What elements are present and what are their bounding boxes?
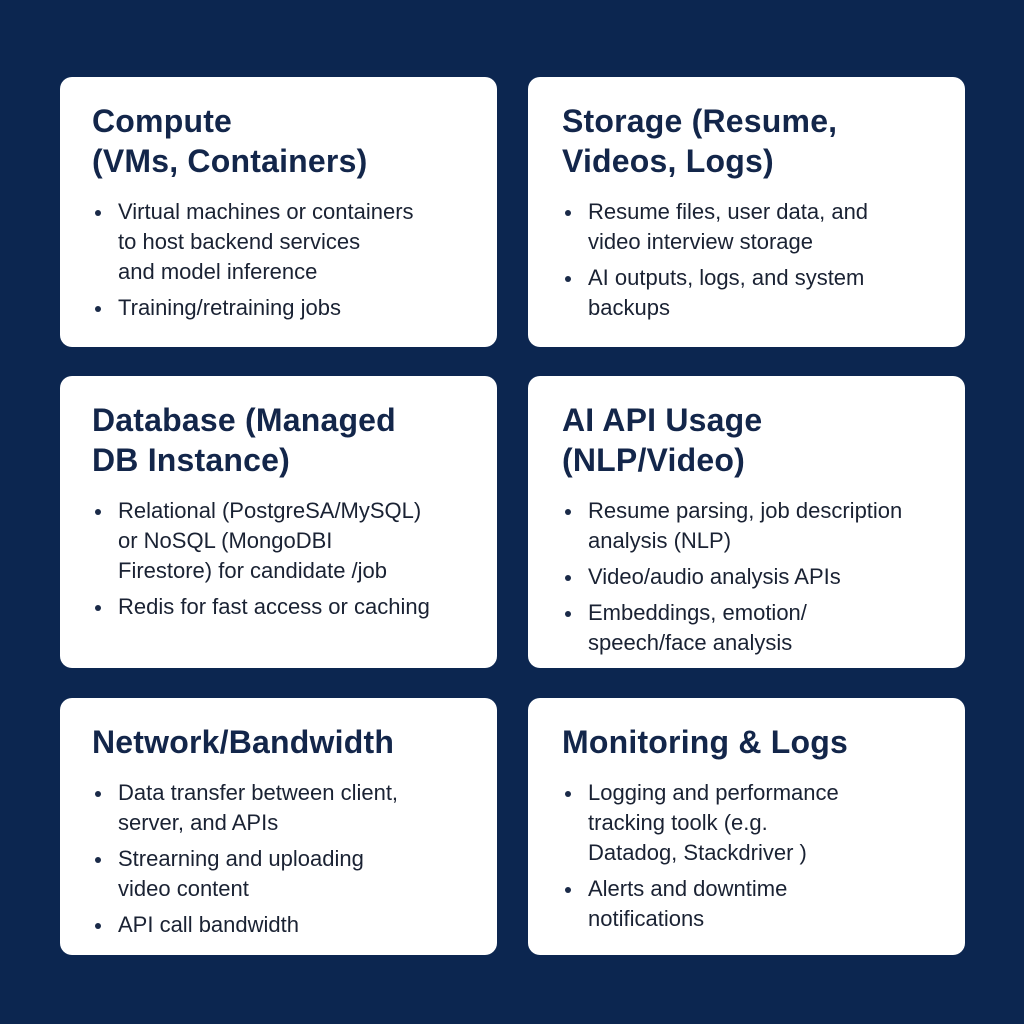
bullet-list: Virtual machines or containers to host b… xyxy=(92,197,477,323)
card-compute: Compute (VMs, Containers) Virtual machin… xyxy=(60,77,497,347)
card-network-bandwidth: Network/Bandwidth Data transfer between … xyxy=(60,698,497,955)
bullet-icon xyxy=(95,509,101,515)
bullet-icon xyxy=(565,210,571,216)
list-item: Logging and performance tracking toolk (… xyxy=(562,778,945,868)
bullet-icon xyxy=(95,857,101,863)
list-item: Redis for fast access or caching xyxy=(92,592,477,622)
bullet-list: Resume parsing, job description analysis… xyxy=(562,496,945,658)
list-item: Resume files, user data, and video inter… xyxy=(562,197,945,257)
bullet-icon xyxy=(95,923,101,929)
bullet-list: Resume files, user data, and video inter… xyxy=(562,197,945,323)
bullet-icon xyxy=(565,611,571,617)
card-title: Database (Managed DB Instance) xyxy=(92,402,396,478)
card-title: Storage (Resume, Videos, Logs) xyxy=(562,103,838,179)
card-title: AI API Usage (NLP/Video) xyxy=(562,402,763,478)
bullet-icon xyxy=(565,575,571,581)
card-database: Database (Managed DB Instance) Relationa… xyxy=(60,376,497,668)
card-ai-api-usage: AI API Usage (NLP/Video) Resume parsing,… xyxy=(528,376,965,668)
bullet-list: Data transfer between client, server, an… xyxy=(92,778,477,940)
bullet-list: Logging and performance tracking toolk (… xyxy=(562,778,945,934)
bullet-icon xyxy=(565,509,571,515)
list-item: Relational (PostgreSA/MySQL) or NoSQL (M… xyxy=(92,496,477,586)
list-item: Resume parsing, job description analysis… xyxy=(562,496,945,556)
bullet-list: Relational (PostgreSA/MySQL) or NoSQL (M… xyxy=(92,496,477,622)
card-title: Compute (VMs, Containers) xyxy=(92,103,368,179)
list-item: Virtual machines or containers to host b… xyxy=(92,197,477,287)
bullet-icon xyxy=(565,791,571,797)
bullet-icon xyxy=(95,210,101,216)
list-item: Training/retraining jobs xyxy=(92,293,477,323)
card-monitoring-logs: Monitoring & Logs Logging and performanc… xyxy=(528,698,965,955)
list-item: Alerts and downtime notifications xyxy=(562,874,945,934)
list-item: API call bandwidth xyxy=(92,910,477,940)
list-item: Embeddings, emotion/ speech/face analysi… xyxy=(562,598,945,658)
card-title: Monitoring & Logs xyxy=(562,724,849,760)
list-item: AI outputs, logs, and system backups xyxy=(562,263,945,323)
bullet-icon xyxy=(95,605,101,611)
card-title: Network/Bandwidth xyxy=(92,724,395,760)
bullet-icon xyxy=(565,887,571,893)
list-item: Video/audio analysis APIs xyxy=(562,562,945,592)
list-item: Strearning and uploading video content xyxy=(92,844,477,904)
bullet-icon xyxy=(565,276,571,282)
bullet-icon xyxy=(95,791,101,797)
card-storage: Storage (Resume, Videos, Logs) Resume fi… xyxy=(528,77,965,347)
list-item: Data transfer between client, server, an… xyxy=(92,778,477,838)
bullet-icon xyxy=(95,306,101,312)
